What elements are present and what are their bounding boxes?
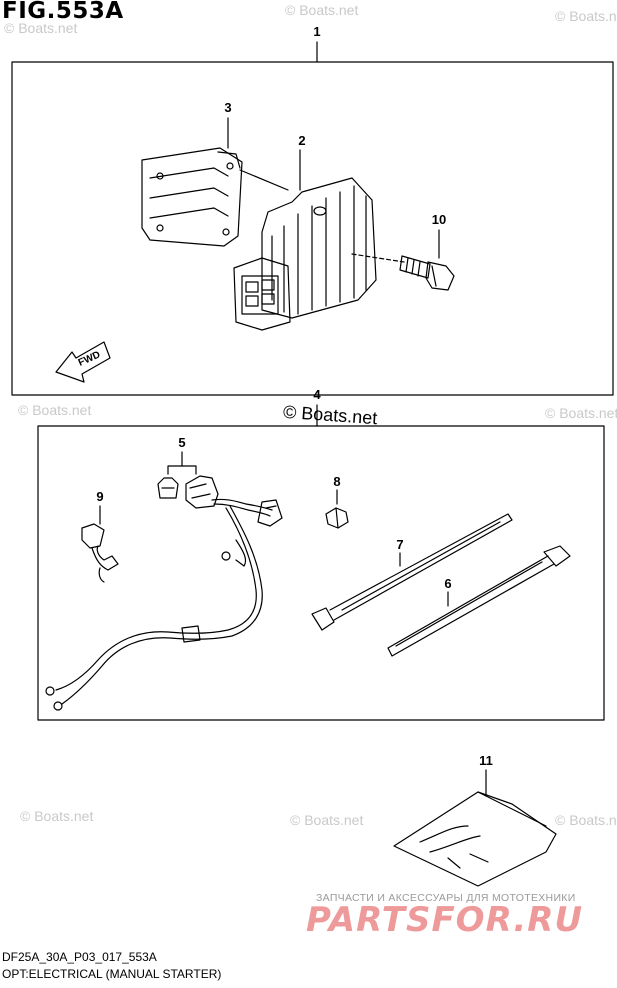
- kit-box-inner: [37, 425, 605, 721]
- leader-line: [239, 169, 289, 191]
- callout-4: 4: [313, 387, 321, 402]
- callout-8: 8: [333, 474, 340, 489]
- assembly-box-outer: [11, 61, 614, 396]
- watermark: © Boats.net: [290, 812, 364, 828]
- figure-description: OPT:ELECTRICAL (MANUAL STARTER): [2, 967, 222, 981]
- callout-5: 5: [178, 435, 185, 450]
- regulator-part: [233, 177, 377, 331]
- watermark: © Boats.net: [18, 402, 92, 418]
- harness-part: [45, 475, 283, 711]
- watermark: © Boats.net: [545, 405, 617, 421]
- brand-tagline: ЗАПЧАСТИ И АКСЕССУАРЫ ДЛЯ МОТОТЕХНИКИ: [316, 892, 576, 904]
- bolt-part: [399, 255, 455, 291]
- cable-tie-part: [387, 545, 571, 657]
- brand-logo: PARTSFOR.RU: [306, 900, 584, 940]
- fuse-part: [157, 477, 179, 499]
- watermark: © Boats.net: [555, 812, 617, 828]
- callout-10: 10: [432, 212, 446, 227]
- watermark: © Boats.net: [4, 20, 78, 36]
- watermark: © Boats.net: [20, 808, 94, 824]
- clamp-part: [81, 523, 119, 583]
- cable-tie-part: [311, 513, 513, 631]
- callout-3: 3: [224, 100, 231, 115]
- parts-bag: [393, 791, 557, 887]
- callout-11: 11: [479, 753, 493, 768]
- callout-9: 9: [96, 489, 103, 504]
- screw-part: [325, 507, 349, 529]
- figure-title: FIG.553A: [2, 0, 124, 24]
- fwd-arrow: [55, 341, 111, 383]
- bracket-part: [141, 147, 243, 247]
- figure-code: DF25A_30A_P03_017_553A: [2, 950, 157, 964]
- callout-7: 7: [396, 537, 403, 552]
- leader-line: [167, 465, 197, 475]
- watermark: © Boats.net: [555, 8, 617, 24]
- leader-line: [351, 253, 405, 263]
- watermark: © Boats.net: [285, 2, 359, 18]
- callout-6: 6: [444, 576, 451, 591]
- callout-1: 1: [313, 24, 320, 39]
- callout-2: 2: [298, 133, 305, 148]
